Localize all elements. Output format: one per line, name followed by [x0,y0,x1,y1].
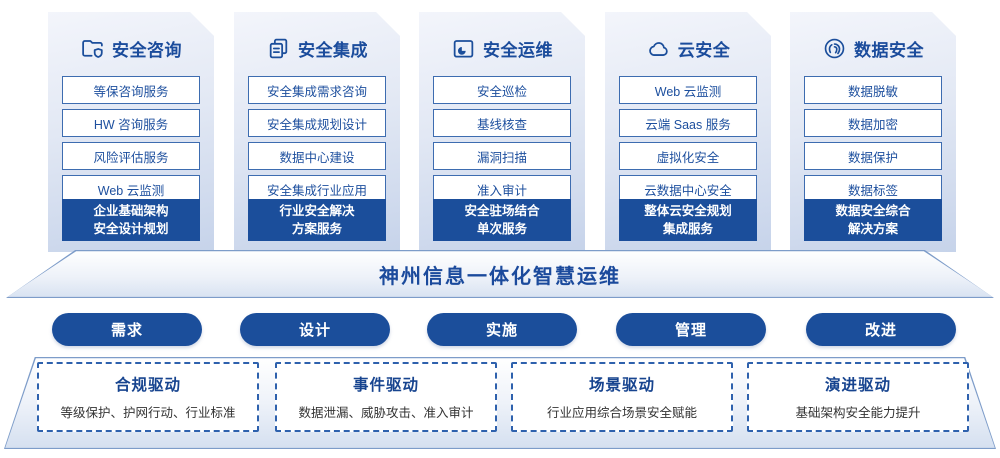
column-cloud-security: 云安全 Web 云监测 云端 Saas 服务 虚拟化安全 云数据中心安全 整体云… [605,12,771,252]
service-item: HW 咨询服务 [62,109,200,137]
highlight-line: 安全驻场结合 [464,203,540,218]
service-item: 基线核查 [433,109,571,137]
service-list: 等保咨询服务 HW 咨询服务 风险评估服务 Web 云监测 [48,76,214,203]
column-header: 云安全 [605,34,771,62]
service-item: 安全集成需求咨询 [248,76,386,104]
cloud-icon [646,36,671,61]
folder-shield-icon [80,36,105,61]
column-header: 安全运维 [419,34,585,62]
process-pill-improvement: 改进 [806,313,956,346]
highlight-line: 整体云安全规划 [644,203,732,218]
column-highlight: 安全驻场结合 单次服务 [433,199,571,241]
service-item: 等保咨询服务 [62,76,200,104]
column-title: 安全集成 [298,40,368,60]
process-pill-implementation: 实施 [427,313,577,346]
service-item: Web 云监测 [62,175,200,203]
driver-desc: 行业应用综合场景安全赋能 [546,406,697,420]
driver-title: 场景驱动 [588,377,655,394]
service-list: 数据脱敏 数据加密 数据保护 数据标签 [790,76,956,203]
driver-incident: 事件驱动 数据泄漏、威胁攻击、准入审计 [275,362,497,432]
driver-desc: 数据泄漏、威胁攻击、准入审计 [298,406,474,420]
service-list: 安全巡检 基线核查 漏洞扫描 准入审计 [419,76,585,203]
highlight-line: 行业安全解决 [279,203,355,218]
service-list: 安全集成需求咨询 安全集成规划设计 数据中心建设 安全集成行业应用 [234,76,400,203]
column-highlight: 整体云安全规划 集成服务 [619,199,757,241]
column-title: 安全咨询 [112,40,182,60]
process-pill-management: 管理 [616,313,766,346]
service-item: 数据保护 [804,142,942,170]
column-highlight: 行业安全解决 方案服务 [248,199,386,241]
column-title: 数据安全 [854,40,924,60]
service-item: 云端 Saas 服务 [619,109,757,137]
service-item: 安全集成规划设计 [248,109,386,137]
column-header: 数据安全 [790,34,956,62]
column-highlight: 数据安全综合 解决方案 [804,199,942,241]
column-highlight: 企业基础架构 安全设计规划 [62,199,200,241]
service-item: 准入审计 [433,175,571,203]
platform-banner-title: 神州信息一体化智慧运维 [379,265,621,288]
driver-desc: 等级保护、护网行动、行业标准 [60,406,236,420]
service-item: 数据脱敏 [804,76,942,104]
platform-banner-surface: 神州信息一体化智慧运维 [7,251,993,297]
column-security-consulting: 安全咨询 等保咨询服务 HW 咨询服务 风险评估服务 Web 云监测 企业基础架… [48,12,214,252]
service-item: 数据加密 [804,109,942,137]
column-header: 安全集成 [234,34,400,62]
highlight-line: 安全设计规划 [93,222,169,236]
driver-title: 演进驱动 [824,377,891,394]
process-pill-requirements: 需求 [52,313,202,346]
column-title: 云安全 [677,40,731,60]
process-pill-design: 设计 [240,313,390,346]
highlight-line: 数据安全综合 [835,203,911,218]
column-data-security: 数据安全 数据脱敏 数据加密 数据保护 数据标签 数据安全综合 解决方案 [790,12,956,252]
highlight-line: 集成服务 [662,222,713,236]
service-item: 虚拟化安全 [619,142,757,170]
column-security-operations: 安全运维 安全巡检 基线核查 漏洞扫描 准入审计 安全驻场结合 单次服务 [419,12,585,252]
service-item: 风险评估服务 [62,142,200,170]
column-header: 安全咨询 [48,34,214,62]
service-item: Web 云监测 [619,76,757,104]
driver-compliance: 合规驱动 等级保护、护网行动、行业标准 [37,362,259,432]
driver-title: 合规驱动 [114,377,181,394]
driver-title: 事件驱动 [352,377,419,394]
driver-scenario: 场景驱动 行业应用综合场景安全赋能 [511,362,733,432]
service-item: 漏洞扫描 [433,142,571,170]
platform-banner: 神州信息一体化智慧运维 [6,250,994,298]
driver-evolution: 演进驱动 基础架构安全能力提升 [747,362,969,432]
column-security-integration: 安全集成 安全集成需求咨询 安全集成规划设计 数据中心建设 安全集成行业应用 行… [234,12,400,252]
column-title: 安全运维 [483,40,553,60]
service-item: 安全巡检 [433,76,571,104]
service-list: Web 云监测 云端 Saas 服务 虚拟化安全 云数据中心安全 [605,76,771,203]
highlight-line: 单次服务 [476,222,527,236]
driver-desc: 基础架构安全能力提升 [795,406,921,420]
highlight-line: 方案服务 [291,222,342,236]
highlight-line: 企业基础架构 [93,203,169,218]
highlight-line: 解决方案 [847,222,898,236]
service-item: 数据中心建设 [248,142,386,170]
folder-chart-icon [451,36,476,61]
fingerprint-icon [822,36,847,61]
documents-icon [266,36,291,61]
